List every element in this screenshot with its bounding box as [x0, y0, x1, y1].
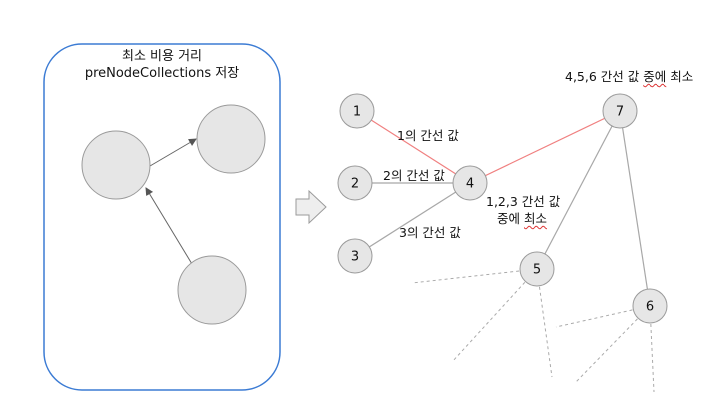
- node-3-label: 3: [351, 250, 359, 265]
- dashed-edge: [536, 268, 553, 378]
- panel-arrow-upper: [149, 138, 197, 167]
- node-4-label: 4: [466, 177, 474, 192]
- min456-label: 4,5,6 간선 값 중에 최소: [565, 66, 693, 85]
- min123-label-line1: 1,2,3 간선 값: [486, 194, 561, 209]
- node-6: 6: [632, 288, 668, 324]
- panel-title-line2: preNodeCollections 저장: [84, 66, 240, 81]
- panel-arrow-lower: [145, 187, 193, 265]
- edge-3-4: [354, 182, 471, 257]
- dashed-edge: [555, 305, 651, 328]
- panel-circle-top-right: [196, 104, 266, 174]
- dashed-edge: [411, 268, 538, 284]
- right-block-arrow: [295, 189, 327, 225]
- node-2: 2: [337, 165, 373, 201]
- panel-title-line1: 최소 비용 거리: [121, 49, 203, 64]
- left-panel-box: [43, 43, 281, 391]
- node-4: 4: [452, 165, 488, 201]
- edge-5-7: [536, 110, 621, 270]
- dashed-edge: [451, 268, 538, 363]
- min123-word-a: 중에: [497, 211, 521, 226]
- min456-part-a: 4,5,6 간선 값: [565, 69, 640, 84]
- min123-label-line2: 중에 최소: [497, 208, 547, 227]
- edge-label-1: 1의 간선 값: [397, 128, 459, 143]
- node-5: 5: [519, 251, 555, 287]
- node-2-label: 2: [351, 177, 359, 192]
- edge-label-2: 2의 간선 값: [383, 168, 445, 183]
- node-1: 1: [339, 93, 375, 129]
- edge-4-7: [469, 110, 621, 184]
- node-5-label: 5: [533, 263, 541, 278]
- min456-part-c: 최소: [670, 69, 694, 84]
- edge-1-4: [356, 110, 471, 184]
- min456-part-b: 중에: [643, 69, 667, 84]
- node-7-label: 7: [616, 105, 624, 120]
- edge-6-7: [619, 110, 651, 307]
- panel-circle-left: [81, 130, 151, 200]
- panel-circle-bottom: [177, 255, 247, 325]
- node-3: 3: [337, 238, 373, 274]
- node-1-label: 1: [353, 105, 361, 120]
- edge-label-3: 3의 간선 값: [399, 225, 461, 240]
- node-6-label: 6: [646, 300, 654, 315]
- node-7: 7: [602, 93, 638, 129]
- min123-word-b: 최소: [524, 211, 548, 226]
